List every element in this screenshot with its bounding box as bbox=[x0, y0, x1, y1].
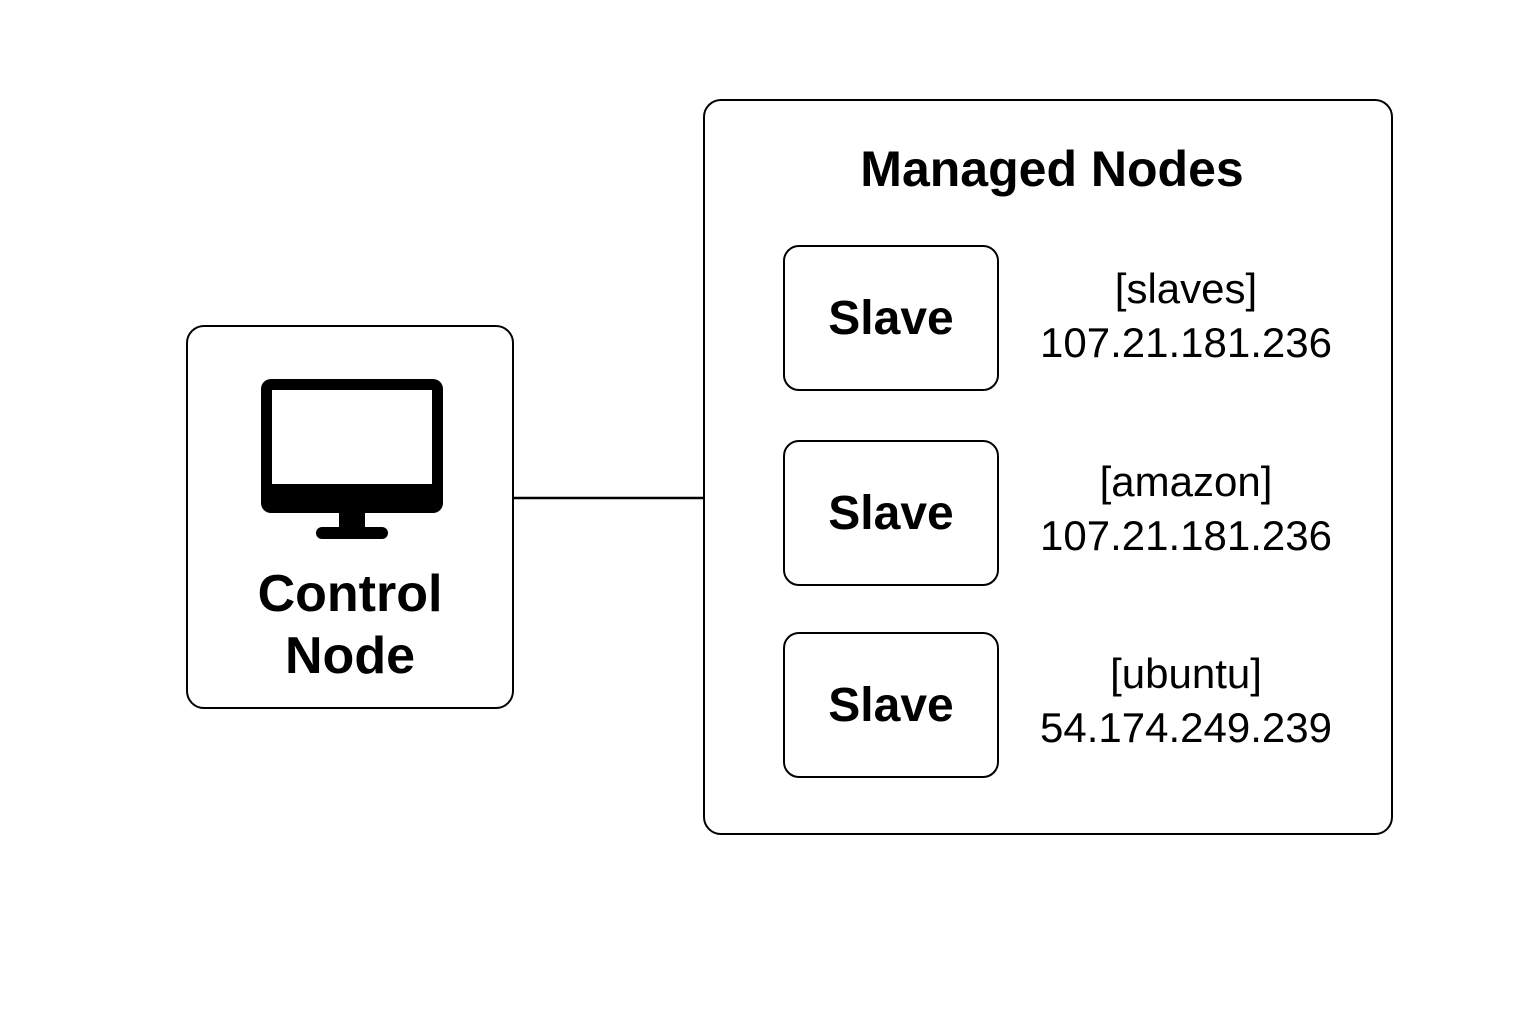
managed-nodes-title: Managed Nodes bbox=[860, 141, 1244, 197]
control-node-label-line2: Node bbox=[285, 627, 415, 685]
slave-node-1: Slave bbox=[783, 245, 999, 391]
slave-node-2: Slave bbox=[783, 440, 999, 586]
monitor-icon bbox=[261, 379, 443, 539]
host-ip-1: 107.21.181.236 bbox=[1040, 319, 1332, 366]
control-node-label: Control Node bbox=[188, 563, 512, 687]
slave-node-3: Slave bbox=[783, 632, 999, 778]
host-info-2: [amazon] 107.21.181.236 bbox=[1026, 455, 1346, 563]
control-node-box: Control Node bbox=[186, 325, 514, 709]
host-info-3: [ubuntu] 54.174.249.239 bbox=[1026, 647, 1346, 755]
host-info-1: [slaves] 107.21.181.236 bbox=[1026, 262, 1346, 370]
host-group-2: [amazon] bbox=[1099, 458, 1273, 505]
control-node-label-line1: Control bbox=[257, 565, 443, 623]
host-group-3: [ubuntu] bbox=[1110, 650, 1262, 697]
managed-nodes-box: Managed Nodes bbox=[703, 99, 1393, 835]
host-group-1: [slaves] bbox=[1114, 265, 1258, 312]
host-ip-2: 107.21.181.236 bbox=[1040, 512, 1332, 559]
host-ip-3: 54.174.249.239 bbox=[1040, 704, 1332, 751]
